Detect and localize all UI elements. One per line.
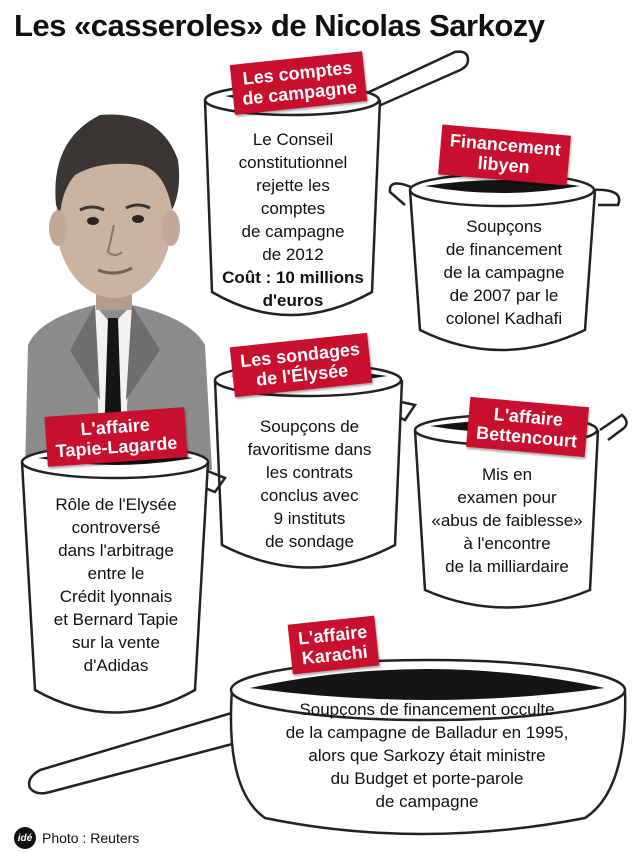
label-karachi: L'affaire Karachi [287, 615, 380, 675]
text-line: de sondage [265, 532, 354, 551]
text-line: Crédit lyonnais [59, 587, 173, 606]
text-line: colonel Kadhafi [445, 309, 563, 328]
text-line: dans l'arbitrage [58, 541, 174, 560]
text-karachi: Soupçons de financement occulte de la ca… [262, 698, 592, 813]
text-line: examen pour [457, 488, 557, 507]
ide-logo: idé [14, 827, 36, 849]
text-line: favoritisme dans [247, 440, 372, 459]
text-line: sur la vente [72, 633, 160, 652]
text-line: constitutionnel [238, 153, 348, 172]
footer: idé Photo : Reuters [14, 827, 139, 849]
text-line: à l'encontre [463, 534, 551, 553]
text-line: comptes [260, 199, 326, 218]
text-bettencourt: Mis en examen pour «abus de faiblesse» à… [418, 463, 596, 578]
pot-comptes-de-campagne [203, 50, 470, 317]
text-line: Soupçons [466, 217, 542, 236]
pot-karachi [27, 658, 627, 836]
text-line: de 2012 [262, 245, 324, 264]
photo-credit: Photo : Reuters [42, 830, 140, 846]
text-line: de la campagne de Balladur en 1995, [285, 723, 569, 742]
text-line: «abus de faiblesse» [431, 511, 583, 530]
text-comptes-de-campagne: Le Conseil constitutionnel rejette les c… [214, 128, 372, 312]
text-line: Rôle de l'Elysée [55, 495, 177, 514]
text-line: de la milliardaire [445, 557, 569, 576]
text-line: alors que Sarkozy était ministre [308, 746, 546, 765]
text-line: Le Conseil [252, 130, 334, 149]
text-line: conclus avec [260, 486, 359, 505]
text-line: les contrats [266, 463, 353, 482]
text-financement-libyen: Soupçons de financement de la campagne d… [418, 215, 590, 330]
text-sondages-elysee: Soupçons de favoritisme dans les contrat… [222, 415, 397, 553]
text-line: Mis en [481, 465, 533, 484]
cost-line: d'euros [262, 291, 324, 310]
text-line: d'Adidas [83, 656, 149, 675]
text-line: de 2007 par le [449, 286, 559, 305]
text-line: 9 instituts [273, 509, 346, 528]
text-line: et Bernard Tapie [53, 610, 179, 629]
text-line: de campagne [241, 222, 345, 241]
text-line: controversé [71, 518, 161, 537]
text-line: de financement [445, 240, 563, 259]
text-line: entre le [87, 564, 145, 583]
text-line: de campagne [375, 792, 479, 811]
text-line: Soupçons de financement occulte [299, 700, 555, 719]
text-line: de la campagne [443, 263, 565, 282]
text-tapie-lagarde: Rôle de l'Elysée controversé dans l'arbi… [30, 493, 202, 677]
label-tapie-lagarde: L'affaire Tapie-Lagarde [44, 407, 188, 467]
cost-line: Coût : 10 millions [222, 268, 364, 287]
page-title: Les «casseroles» de Nicolas Sarkozy [14, 8, 545, 43]
text-line: Soupçons de [259, 417, 360, 436]
text-line: rejette les [256, 176, 330, 195]
text-line: du Budget et porte-parole [330, 769, 524, 788]
label-bettencourt: L'affaire Bettencourt [466, 396, 589, 458]
